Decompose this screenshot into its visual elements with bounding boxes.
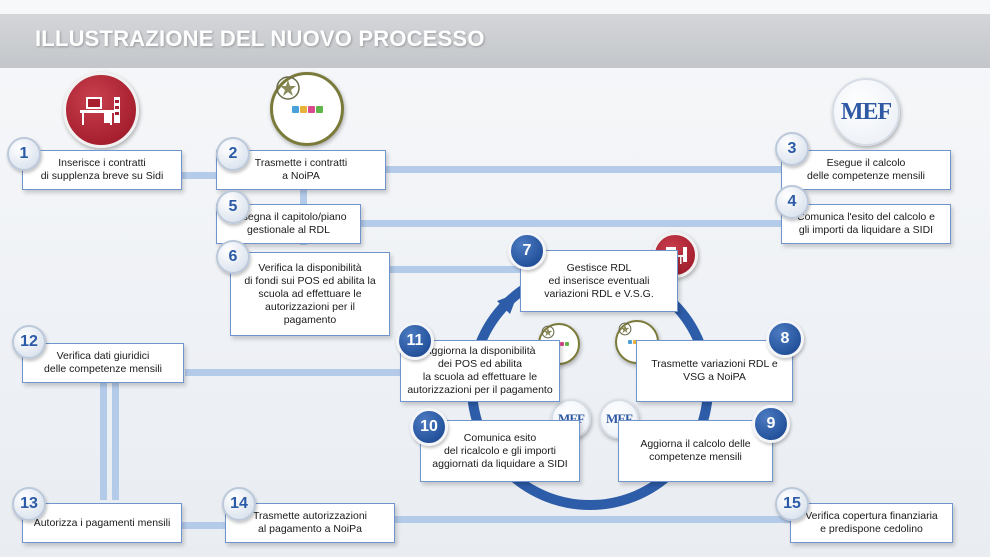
step-10-text: Comunica esito del ricalcolo e gli impor… xyxy=(432,431,568,470)
step-number: 12 xyxy=(20,333,38,350)
step-11-text: Aggiorna la disponibilità dei POS ed abi… xyxy=(407,345,553,396)
step-number: 2 xyxy=(228,145,238,162)
step-number: 14 xyxy=(230,495,248,512)
step-12-badge: 12 xyxy=(12,325,46,359)
step-number: 4 xyxy=(787,193,797,210)
step-number: 10 xyxy=(420,418,438,435)
step-11-badge: 11 xyxy=(396,322,434,360)
connector-14-15 xyxy=(395,516,790,523)
italian-emblem-icon xyxy=(276,76,300,100)
step-number: 8 xyxy=(780,330,790,347)
step-1-box: Inserisce i contratti di supplenza breve… xyxy=(22,150,182,190)
step-12-text: Verifica dati giuridici delle competenze… xyxy=(44,350,162,375)
step-9-box: Aggiorna il calcolo delle competenze men… xyxy=(618,420,773,482)
step-number: 3 xyxy=(787,140,797,157)
step-15-badge: 15 xyxy=(775,487,809,521)
miur-logo xyxy=(270,72,344,146)
ring-arrow-head xyxy=(497,293,518,314)
step-number: 6 xyxy=(228,248,238,265)
step-9-badge: 9 xyxy=(752,405,790,443)
page-title: ILLUSTRAZIONE DEL NUOVO PROCESSO xyxy=(35,26,485,51)
step-number: 9 xyxy=(766,415,776,432)
step-13-badge: 13 xyxy=(12,487,46,521)
mef-logo: MEF xyxy=(832,78,900,146)
step-2-badge: 2 xyxy=(216,137,250,171)
step-3-text: Esegue il calcolo delle competenze mensi… xyxy=(807,157,925,182)
step-10-badge: 10 xyxy=(410,408,448,446)
step-10-box: Comunica esito del ricalcolo e gli impor… xyxy=(420,420,580,482)
step-3-box: Esegue il calcolo delle competenze mensi… xyxy=(781,150,951,190)
connector-5-4 xyxy=(360,220,785,227)
step-6-text: Verifica la disponibilità di fondi sui P… xyxy=(244,261,376,326)
step-number: 15 xyxy=(783,495,801,512)
step-1-badge: 1 xyxy=(7,137,41,171)
step-7-box: Gestisce RDL ed inserisce eventuali vari… xyxy=(520,250,678,312)
step-number: 1 xyxy=(19,145,29,162)
step-2-text: Trasmette i contratti a NoiPA xyxy=(254,157,348,182)
step-3-badge: 3 xyxy=(775,132,809,166)
step-5-badge: 5 xyxy=(216,190,250,224)
step-8-badge: 8 xyxy=(766,320,804,358)
step-8-box: Trasmette variazioni RDL e VSG a NoiPA xyxy=(636,340,793,402)
step-number: 11 xyxy=(406,332,424,349)
step-14-text: Trasmette autorizzazioni al pagamento a … xyxy=(253,510,367,535)
step-7-text: Gestisce RDL ed inserisce eventuali vari… xyxy=(544,261,654,300)
step-6-badge: 6 xyxy=(216,240,250,274)
school-secretariat-logo xyxy=(63,72,139,148)
step-12-box: Verifica dati giuridici delle competenze… xyxy=(22,343,184,383)
title-bar xyxy=(0,14,990,68)
connector-1-2 xyxy=(180,172,220,179)
step-1-text: Inserisce i contratti di supplenza breve… xyxy=(40,157,164,182)
step-4-box: Comunica l'esito del calcolo e gli impor… xyxy=(781,204,951,244)
step-14-box: Trasmette autorizzazioni al pagamento a … xyxy=(225,503,395,543)
connector-12-11 xyxy=(185,369,400,376)
step-9-text: Aggiorna il calcolo delle competenze men… xyxy=(640,438,751,463)
school-desk-icon xyxy=(80,97,120,125)
miur-tiles xyxy=(291,105,323,113)
step-6-box: Verifica la disponibilità di fondi sui P… xyxy=(230,252,390,336)
step-15-text: Verifica copertura finanziaria e predisp… xyxy=(805,510,938,535)
mef-logo-text: MEF xyxy=(840,98,892,125)
connector-2-3 xyxy=(385,166,785,173)
connector-6-7 xyxy=(390,266,520,273)
step-14-badge: 14 xyxy=(222,487,256,521)
step-13-text: Autorizza i pagamenti mensili xyxy=(33,516,171,529)
connector-12-13-right xyxy=(112,380,119,500)
step-4-badge: 4 xyxy=(775,185,809,219)
connector-12-13-left xyxy=(100,380,107,500)
connector-13-14 xyxy=(182,522,227,529)
step-4-text: Comunica l'esito del calcolo e gli impor… xyxy=(797,211,935,236)
step-7-badge: 7 xyxy=(508,232,546,270)
step-8-text: Trasmette variazioni RDL e VSG a NoiPA xyxy=(651,358,778,383)
step-number: 7 xyxy=(522,242,532,259)
italian-emblem-icon xyxy=(541,325,555,339)
italian-emblem-icon xyxy=(618,322,632,336)
step-number: 5 xyxy=(228,198,238,215)
step-number: 13 xyxy=(20,495,38,512)
step-15-box: Verifica copertura finanziaria e predisp… xyxy=(790,503,953,543)
step-13-box: Autorizza i pagamenti mensili xyxy=(22,503,182,543)
